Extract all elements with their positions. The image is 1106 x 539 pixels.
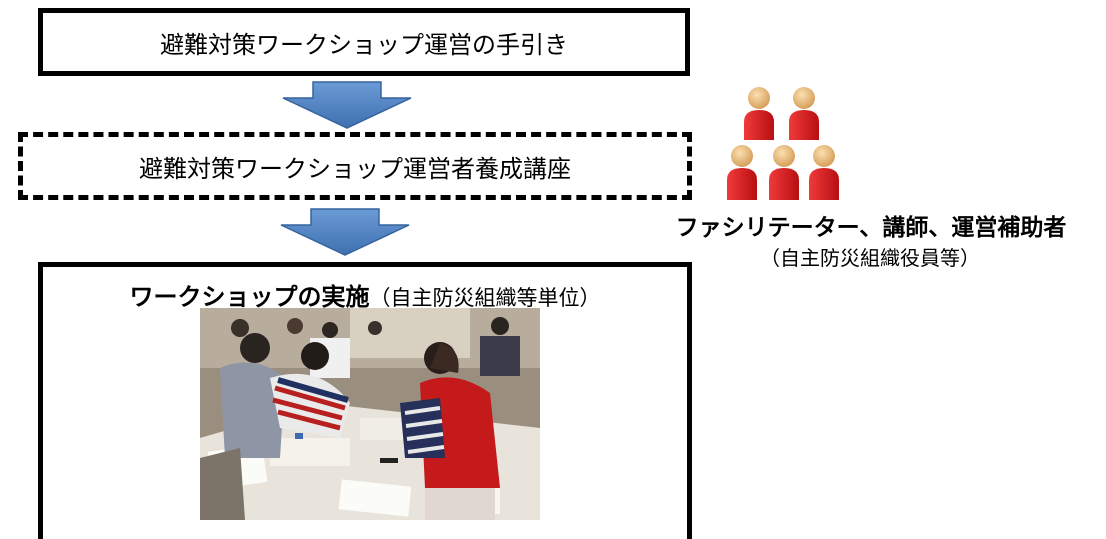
person-icon (789, 87, 819, 140)
person-icon (744, 87, 774, 140)
person-icon (727, 145, 757, 200)
person-icon (769, 145, 799, 200)
people-group-icon (727, 87, 839, 200)
workshop-title: ワークショップの実施 (129, 283, 370, 311)
down-arrow-icon (282, 81, 412, 129)
workshop-photo (200, 308, 540, 520)
person-icon (809, 145, 839, 200)
training-title: 避難対策ワークショップ運営者養成講座 (139, 154, 571, 183)
manual-title: 避難対策ワークショップ運営の手引き (160, 30, 568, 59)
manual-box: 避難対策ワークショップ運営の手引き (38, 8, 690, 76)
down-arrow-icon (280, 208, 410, 256)
workshop-box: ワークショップの実施（自主防災組織等単位） (38, 262, 692, 539)
facilitators-sublabel: （自主防災組織役員等） (760, 246, 980, 270)
training-box: 避難対策ワークショップ運営者養成講座 (18, 132, 692, 200)
workshop-subtitle: （自主防災組織等単位） (369, 286, 601, 310)
facilitators-label: ファシリテーター、講師、運営補助者 (675, 215, 1067, 241)
workshop-heading: ワークショップの実施（自主防災組織等単位） (43, 277, 687, 312)
